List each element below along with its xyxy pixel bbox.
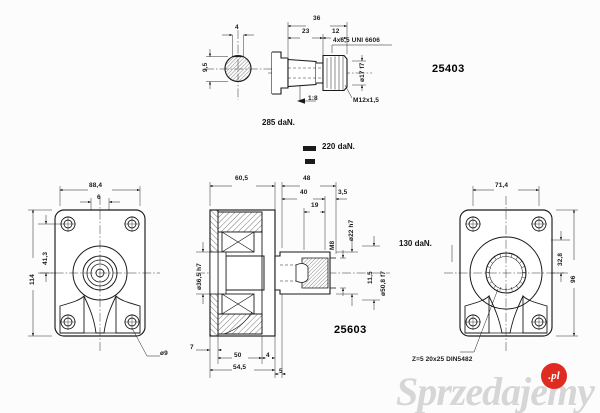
note-spline-din: Z=5 20x25 DIN5482: [412, 356, 473, 363]
dim-dia-50-8: ø50,8 f7: [380, 270, 387, 296]
load-130: 130 daN.: [399, 239, 432, 248]
dim-len-40: 40: [300, 189, 308, 196]
dim-hole-dia: ø9: [160, 350, 168, 357]
dim-left-height-inner: 41,3: [42, 251, 49, 265]
dim-len-19: 19: [311, 202, 319, 209]
dim-right-width-holes: 71,4: [495, 182, 509, 189]
dim-left-width-inner: 6: [97, 194, 101, 201]
dim-thread-m8: M8: [329, 240, 336, 250]
dim-len-shaft: 48: [303, 175, 311, 182]
watermark-badge: .pl: [541, 363, 567, 389]
dim-bot-4: 4: [266, 352, 270, 359]
dim-11-5: 11,5: [367, 271, 374, 284]
part-code-top: 25403: [432, 63, 465, 75]
note-uni-6606: 4x6,5 UNI 6606: [333, 37, 380, 44]
dim-left-height-outer: 114: [29, 274, 36, 285]
dim-key-height: 9,5: [202, 62, 209, 72]
dim-right-96: 96: [570, 275, 577, 283]
dim-bot-7: 7: [190, 344, 194, 351]
dim-dia-36-5: ø36,5 h7: [196, 263, 203, 290]
dim-dia-17: ø17 f7: [359, 62, 366, 82]
dim-dia-22: ø22 h7: [348, 219, 355, 241]
note-thread-m12: M12x1,5: [353, 97, 379, 104]
dim-right-32-8: 32,8: [557, 252, 564, 266]
shaft-section-detail: [205, 30, 272, 100]
dim-shaft-total-length: 36: [313, 15, 321, 22]
load-285: 285 daN.: [262, 118, 295, 127]
dim-key-width: 4: [235, 24, 239, 31]
shaft-end-section: [268, 22, 392, 104]
left-flange-view: [28, 186, 160, 357]
dim-left-width-outer: 88,4: [89, 182, 103, 189]
center-section-view: [196, 182, 390, 378]
note-taper: 1:8: [308, 95, 318, 102]
part-code-center: 25603: [334, 324, 367, 336]
load-220: 220 daN.: [322, 142, 355, 151]
load-arrow-markers: [303, 146, 316, 164]
spline-teeth: [485, 253, 527, 292]
dim-shaft-seg-b: 12: [332, 28, 340, 35]
dim-len-body: 60,5: [235, 175, 249, 182]
dim-bot-54-5: 54,5: [233, 364, 247, 371]
dim-shaft-seg-a: 23: [302, 28, 310, 35]
dim-bot-5: 5: [279, 368, 283, 375]
dim-len-3-5: 3,5: [338, 189, 348, 196]
dim-bot-50: 50: [234, 352, 242, 359]
right-flange-view: [444, 186, 578, 353]
